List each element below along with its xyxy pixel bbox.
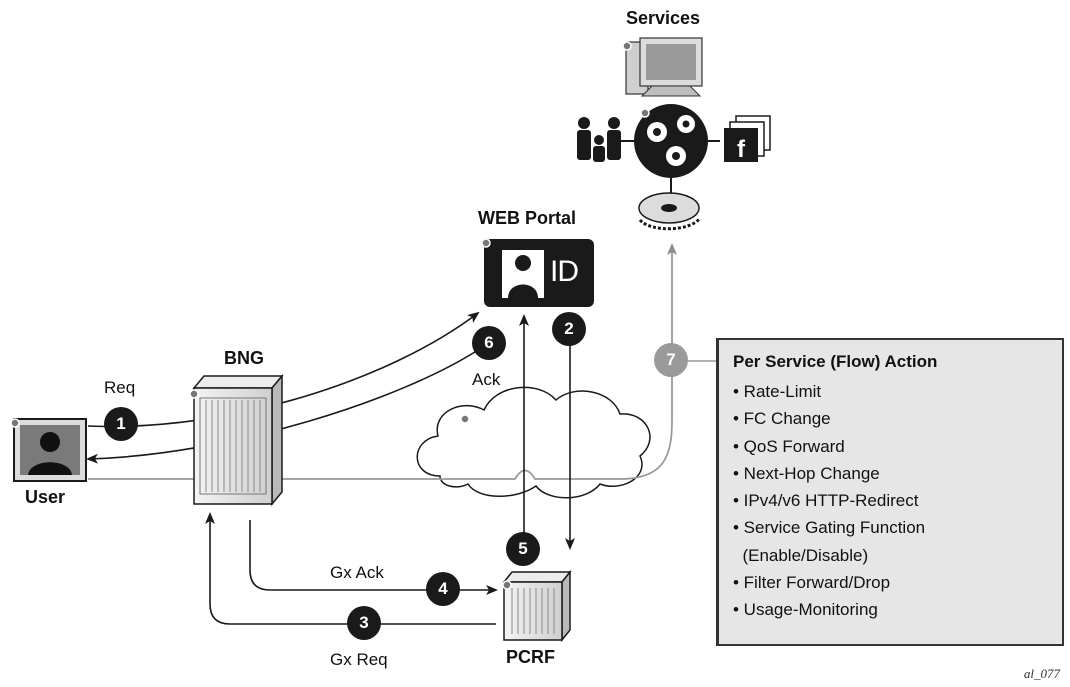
bng-label: BNG [224,348,264,368]
film-reel-icon [638,178,702,231]
pcrf-label: PCRF [506,647,555,667]
per-service-action-box: Per Service (Flow) Action • Rate-Limit •… [716,338,1064,646]
pcrf-server-icon [502,569,572,643]
user-icon [10,418,87,482]
step-3-marker: 3 [347,606,381,640]
gx-req-arrow [205,512,496,625]
user-label: User [25,487,66,507]
figure-id: al_077 [1023,666,1060,681]
action-item: • FC Change [733,409,831,429]
people-icon [577,117,621,162]
services-label: Services [626,8,701,28]
services-computer-icon [622,37,703,97]
req-arrow [87,311,480,428]
ack-label: Ack [472,370,501,389]
action-box-title: Per Service (Flow) Action [733,352,938,371]
facebook-badge: f [737,136,746,163]
action-list: • Rate-Limit • FC Change • QoS Forward •… [733,378,1048,624]
action-item: • IPv4/v6 HTTP-Redirect [733,491,919,511]
step-7-marker: 7 [654,343,688,377]
action-item: • Usage-Monitoring [733,600,878,620]
facebook-icon: f [724,115,771,163]
action-item: • Next-Hop Change [733,463,880,483]
ack-arrow [86,349,479,464]
bng-router-icon [189,373,284,507]
web-portal-label: WEB Portal [478,208,577,228]
action-item: • QoS Forward [733,436,845,456]
step-5-marker: 5 [506,532,540,566]
gx-ack-arrow [249,520,498,595]
data-path-line [88,243,677,480]
services-hub-icon [620,104,720,178]
req-label: Req [104,378,136,397]
network-cloud [416,386,651,499]
gx-ack-label: Gx Ack [330,563,384,582]
step-6-marker: 6 [472,326,506,360]
portal-badge: ID [550,255,579,288]
action-item: • Rate-Limit [733,382,822,401]
action-item: (Enable/Disable) [733,545,869,565]
step-1-marker: 1 [104,407,138,441]
step-4-marker: 4 [426,572,460,606]
action-item: • Filter Forward/Drop [733,573,891,593]
step-2-marker: 2 [552,312,586,346]
web-portal-icon [481,238,594,307]
gx-req-label: Gx Req [330,650,388,669]
action-item: • Service Gating Function [733,518,926,538]
